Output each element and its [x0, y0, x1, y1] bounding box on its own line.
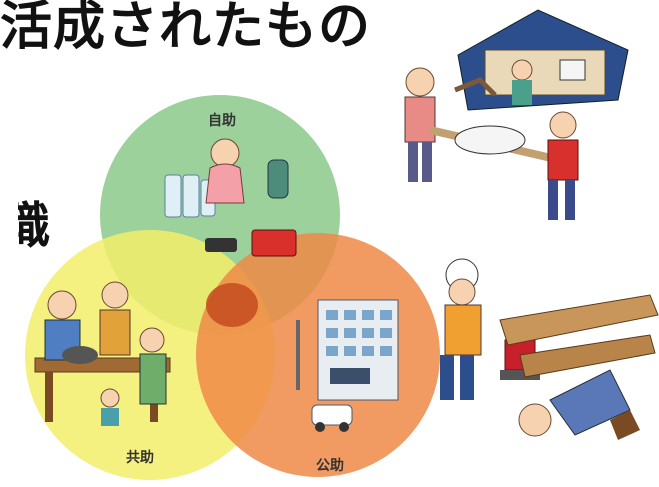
self-help-label: 自助: [208, 112, 236, 129]
cropped-left-character: 職: [0, 197, 50, 255]
worker-illustration: [440, 258, 659, 440]
self-help-illustration: [164, 138, 297, 257]
slide-heading: 活成されたもの: [0, 0, 372, 57]
center-overlap: [206, 283, 258, 327]
rescue-illustration: [404, 9, 629, 220]
public-help-illustration: [296, 299, 399, 432]
mutual-help-label: 共助: [126, 449, 154, 466]
public-help-label: 公助: [316, 457, 344, 474]
mutual-help-illustration: [34, 281, 171, 426]
